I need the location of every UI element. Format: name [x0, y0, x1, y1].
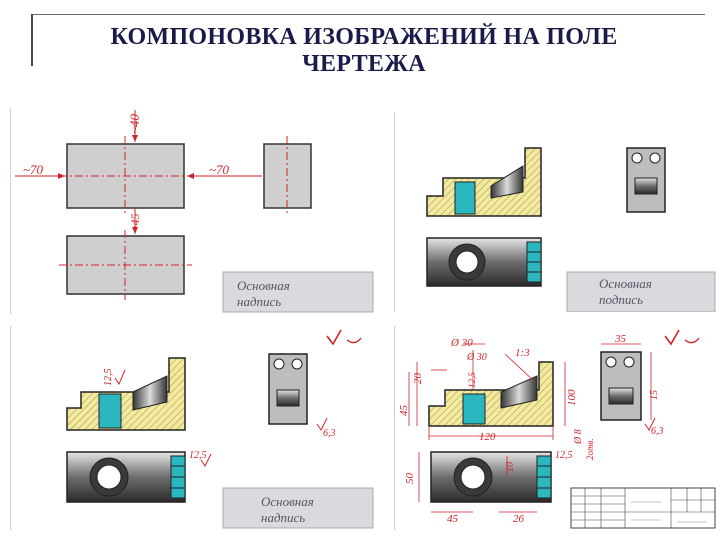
hole-icon: [291, 358, 303, 370]
dim-diameter-30: Ø 30: [450, 337, 473, 349]
dim-taper: 1:3: [515, 347, 530, 359]
front-section: [426, 147, 542, 217]
title-block-grid: [570, 487, 716, 529]
slot-view: [276, 389, 300, 407]
slide-title: КОМПОНОВКА ИЗОБРАЖЕНИЙ НА ПОЛЕ ЧЕРТЕЖА: [34, 24, 694, 78]
dim-2-holes: 2отв.: [585, 438, 595, 460]
title-block: [222, 271, 374, 313]
title-block-line-2: надпись: [261, 510, 305, 525]
roughness-mark-icon: [326, 329, 342, 346]
dim-left-label: ~70: [23, 162, 44, 177]
dim-50: 50: [404, 473, 416, 485]
dim-between-label: ~45: [128, 214, 142, 233]
layout-drawing-1: ~40 ~70 ~70 ~45 Основная надпись: [15, 110, 374, 313]
title-block-line-2: подпись: [599, 292, 643, 307]
title-accent-bar: [31, 14, 33, 66]
bore-hole: [455, 250, 479, 274]
dim-12-5: 12,5: [467, 372, 477, 388]
hole-icon: [273, 358, 285, 370]
slide-title-line-2: ЧЕРТЕЖА: [302, 51, 426, 77]
dim-roughness-side: 6,3: [323, 428, 336, 439]
roughness-bracket-icon: [346, 337, 362, 344]
layout-drawing-4: Ø 30 Ø 30 1:3 20 45 12,5 100 120 35 15 6…: [398, 329, 716, 529]
taper-surface: [490, 165, 524, 199]
dim-20: 20: [412, 373, 424, 385]
dim-45: 45: [398, 405, 410, 417]
dim-roughness-top: 12,5: [189, 450, 207, 461]
taper-surface: [132, 375, 168, 411]
hole-icon: [649, 152, 661, 164]
bore-section: [454, 181, 476, 215]
layout-panel-dimensions: ~40 ~70 ~70 ~45 Основная надпись: [10, 108, 375, 314]
dim-26: 26: [513, 513, 525, 525]
dim-100: 100: [566, 389, 578, 406]
dim-120: 120: [479, 431, 496, 443]
front-section: [66, 357, 186, 431]
title-block-line-2: надпись: [237, 294, 281, 309]
dim-10: 10: [505, 462, 516, 472]
title-block-line-1: Основная: [237, 278, 290, 293]
dim-roughness-front: 12,5: [103, 369, 114, 387]
title-block: [566, 271, 716, 312]
dim-mid-label: ~70: [209, 162, 230, 177]
dim-diameter-30-b: Ø 30: [466, 352, 487, 363]
layout-drawing-2: Основная подпись: [426, 147, 716, 312]
bore-hole: [460, 464, 486, 490]
layout-panel-views: Основная подпись: [394, 112, 717, 312]
hole-icon: [605, 356, 617, 368]
title-rule: [31, 14, 705, 15]
slot-view: [634, 177, 658, 195]
slide-title-line-1: КОМПОНОВКА ИЗОБРАЖЕНИЙ НА ПОЛЕ: [110, 24, 618, 50]
front-section: [428, 361, 554, 427]
hole-icon: [623, 356, 635, 368]
dim-6-3: 6,3: [651, 426, 664, 437]
bore-section: [98, 393, 122, 429]
layout-panel-roughness: 12,5 6,3 12,5 Основная надпись: [10, 326, 375, 530]
roughness-bracket-icon: [684, 337, 700, 344]
layout-panel-final-drawing: Ø 30 Ø 30 1:3 20 45 12,5 100 120 35 15 6…: [394, 326, 717, 530]
dim-12-5-b: 12,5: [555, 450, 573, 461]
dim-35: 35: [614, 333, 627, 345]
hole-icon: [631, 152, 643, 164]
layout-drawing-3: 12,5 6,3 12,5 Основная надпись: [66, 329, 374, 529]
slot-view: [608, 387, 634, 405]
title-block: [222, 487, 374, 529]
dim-diameter-8: Ø 8: [573, 429, 584, 445]
dim-top-label: ~40: [127, 113, 142, 134]
title-block-line-1: Основная: [599, 276, 652, 291]
roughness-mark-icon: [664, 329, 680, 346]
dim-45-b: 45: [447, 513, 459, 525]
bore-hole: [96, 464, 122, 490]
taper-surface: [500, 375, 538, 409]
title-block-line-1: Основная: [261, 494, 314, 509]
bore-section: [462, 393, 486, 425]
dim-15: 15: [649, 390, 660, 400]
